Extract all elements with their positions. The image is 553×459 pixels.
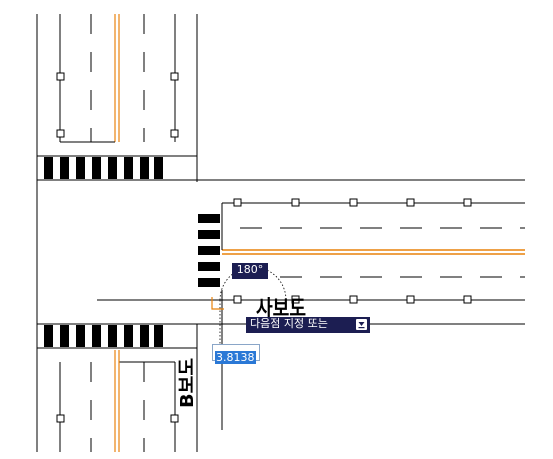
command-prompt-tooltip[interactable]: 다음점 지정 또는 <box>246 317 370 333</box>
polar-angle-tooltip: 180° <box>232 263 268 279</box>
crosswalk-right-stripes[interactable] <box>198 214 220 287</box>
distance-value[interactable]: 3.8138 <box>215 351 256 364</box>
crosswalk-bottom-stripes[interactable] <box>44 325 163 347</box>
road-label-vertical[interactable]: B보도 <box>177 358 198 408</box>
prompt-text: 다음점 지정 또는 <box>250 317 328 330</box>
crosswalk-top-stripes[interactable] <box>44 157 163 179</box>
cursor-marker-icon <box>211 297 224 310</box>
dropdown-arrow-icon[interactable] <box>356 319 367 330</box>
distance-input-field[interactable]: 3.8138 <box>212 344 260 364</box>
selection-grips[interactable] <box>56 72 472 423</box>
polar-tracking-arc <box>219 266 287 301</box>
